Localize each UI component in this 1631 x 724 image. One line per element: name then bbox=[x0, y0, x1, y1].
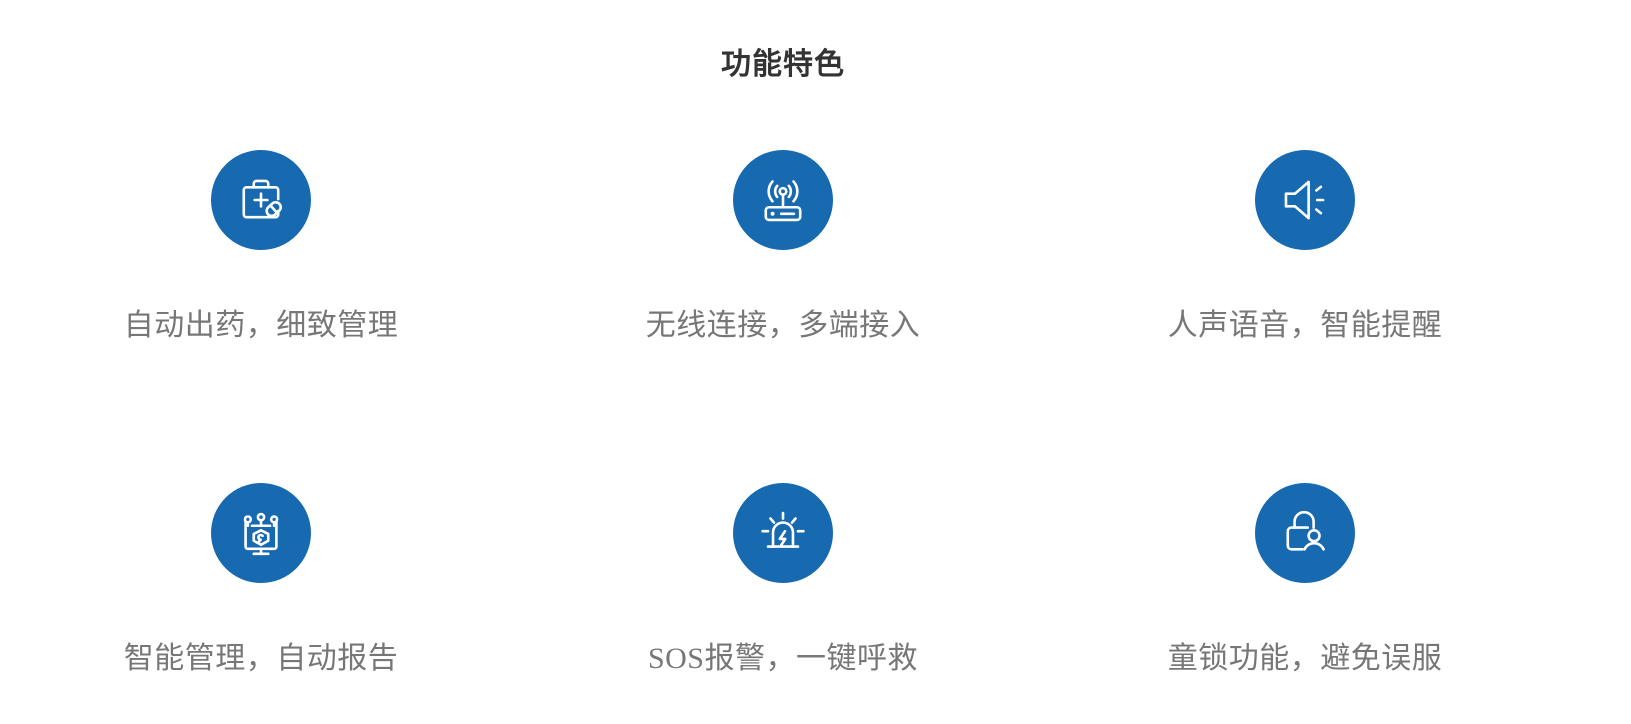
feature-item-voice-reminder[interactable]: 人声语音，智能提醒 bbox=[1044, 150, 1566, 483]
smart-monitor-shield-icon bbox=[210, 483, 311, 583]
wireless-router-icon bbox=[732, 150, 833, 250]
feature-label: 人声语音，智能提醒 bbox=[1167, 309, 1443, 342]
feature-label: 自动出药，细致管理 bbox=[123, 309, 399, 342]
feature-item-sos-alarm[interactable]: SOS报警，一键呼救 bbox=[522, 483, 1044, 723]
feature-label: 无线连接，多端接入 bbox=[645, 309, 921, 342]
medical-kit-pill-icon bbox=[210, 150, 311, 250]
speaker-volume-icon bbox=[1254, 150, 1355, 250]
feature-item-child-lock[interactable]: 童锁功能，避免误服 bbox=[1044, 483, 1566, 723]
feature-item-wireless-router[interactable]: 无线连接，多端接入 bbox=[522, 150, 1044, 483]
alarm-siren-icon bbox=[732, 483, 833, 583]
padlock-person-icon bbox=[1254, 483, 1355, 583]
feature-label: 智能管理，自动报告 bbox=[123, 642, 399, 675]
feature-label: SOS报警，一键呼救 bbox=[647, 642, 918, 675]
feature-label: 童锁功能，避免误服 bbox=[1167, 642, 1443, 675]
feature-item-smart-management[interactable]: 智能管理，自动报告 bbox=[0, 483, 522, 723]
page-title: 功能特色 bbox=[721, 48, 845, 81]
feature-grid: 自动出药，细致管理 无线连接，多端接入 bbox=[0, 150, 1566, 723]
feature-item-medical-kit[interactable]: 自动出药，细致管理 bbox=[0, 150, 522, 483]
